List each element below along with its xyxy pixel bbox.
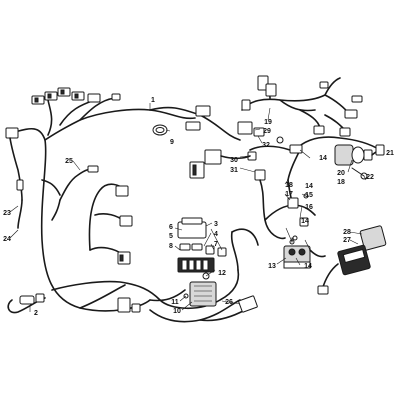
callout-12: 12: [218, 270, 226, 277]
sub-harness-25: [51, 165, 99, 221]
voltage-regulator: [183, 272, 217, 307]
callout-7: 7: [214, 241, 218, 248]
upper-right-harness: [241, 75, 363, 137]
left-bottom-connector: [7, 293, 46, 314]
callout-17: 17: [285, 191, 293, 198]
top-center-connectors: [152, 105, 211, 136]
callout-31: 31: [230, 167, 238, 174]
callout-16: 16: [305, 204, 313, 211]
callout-15: 15: [305, 192, 313, 199]
callout-27: 27: [343, 237, 351, 244]
main-wiring-harness: [14, 97, 259, 323]
mid-left-connectors: [115, 185, 141, 313]
relay-cluster-29-32: [189, 121, 284, 181]
callout-14b: 14: [305, 183, 313, 190]
callout-8: 8: [169, 243, 173, 250]
callout-25: 25: [65, 158, 73, 165]
callout-6: 6: [169, 224, 173, 231]
callout-9: 9: [170, 139, 174, 146]
callout-24: 24: [3, 236, 11, 243]
callout-32: 32: [262, 142, 270, 149]
callout-29: 29: [263, 128, 271, 135]
callout-13: 13: [268, 263, 276, 270]
callout-2: 2: [34, 310, 38, 317]
callout-3: 3: [214, 221, 218, 228]
callout-4: 4: [214, 231, 218, 238]
connector-26: [238, 295, 258, 313]
fuse-box-assembly: [177, 217, 227, 273]
callout-19: 19: [264, 119, 272, 126]
callout-18b: 18: [337, 179, 345, 186]
callout-28: 28: [343, 229, 351, 236]
callout-18a: 18: [285, 182, 293, 189]
callout-21: 21: [386, 150, 394, 157]
callout-1: 1: [151, 97, 155, 104]
upper-left-connector-cluster: [31, 87, 121, 105]
callout-30: 30: [230, 157, 238, 164]
callout-23: 23: [3, 210, 11, 217]
callout-labels: 1 2 3 4 5 6 7 8 9 10 11 12 13 14 14 14 1…: [3, 97, 394, 317]
callout-10: 10: [173, 308, 181, 315]
ignition-coil-area: [249, 136, 385, 181]
callout-22: 22: [366, 174, 374, 181]
callout-11: 11: [171, 299, 179, 306]
starter-solenoid: [283, 237, 326, 269]
control-module: [317, 225, 387, 295]
callout-26: 26: [225, 299, 233, 306]
callout-14d: 14: [304, 263, 312, 270]
leader-lines: [9, 103, 367, 312]
callout-14c: 14: [301, 218, 309, 225]
callout-5: 5: [169, 233, 173, 240]
left-vertical-harness: [5, 127, 24, 229]
callout-20: 20: [337, 170, 345, 177]
right-middle-harness: [259, 179, 316, 241]
callout-14a: 14: [319, 155, 327, 162]
